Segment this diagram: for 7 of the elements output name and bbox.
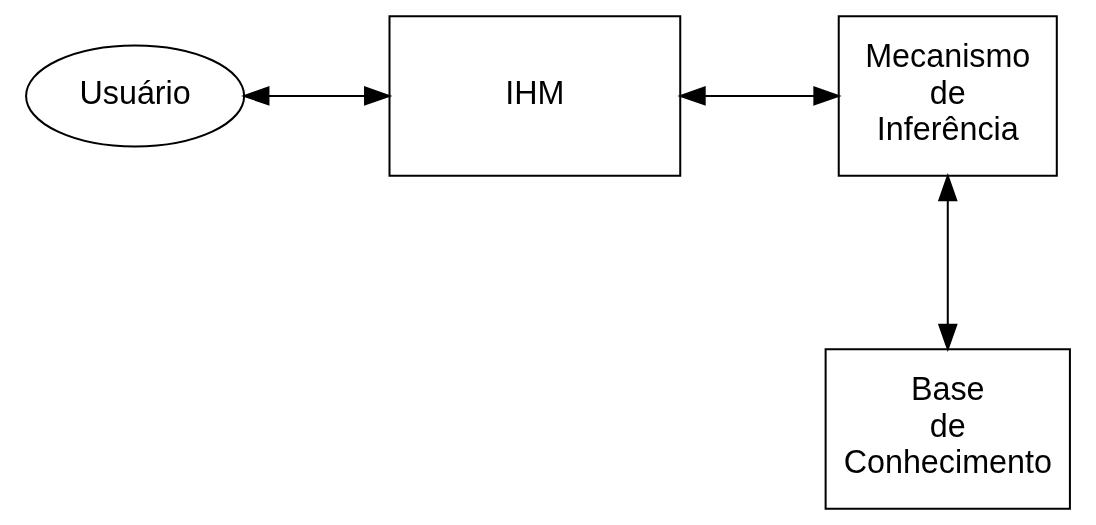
node-box: IHM <box>388 15 682 177</box>
arrow <box>677 86 842 106</box>
node-box: Mecanismo de Inferência <box>837 15 1058 177</box>
arrow <box>241 86 393 106</box>
node-box: Base de Conhecimento <box>824 348 1071 510</box>
node-ellipse: Usuário <box>25 44 246 148</box>
arrow <box>937 172 958 353</box>
